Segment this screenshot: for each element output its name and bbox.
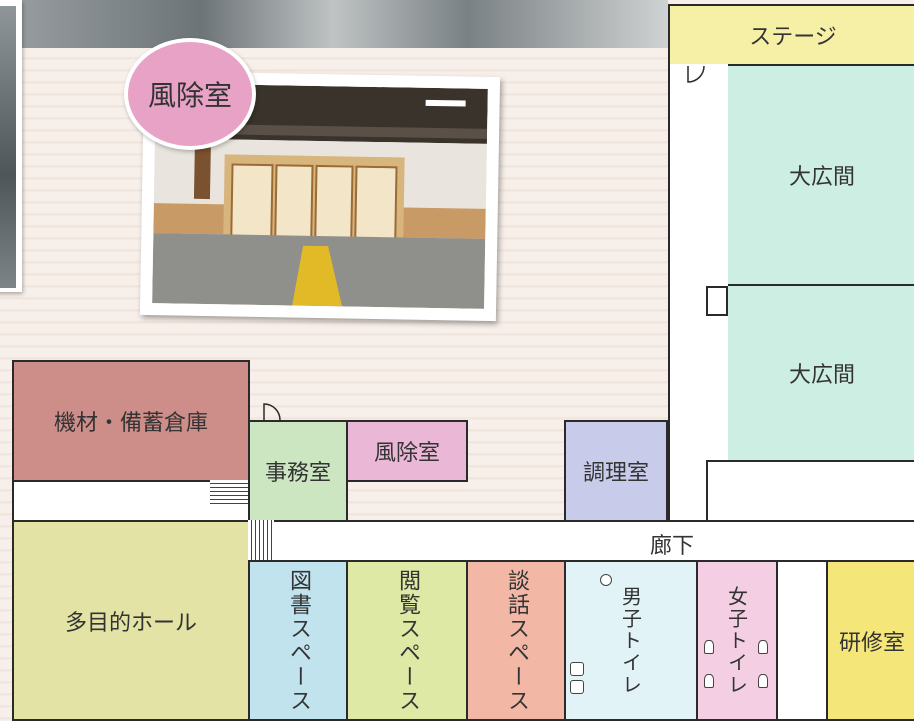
door-swing-icon bbox=[687, 65, 705, 83]
room-hall-1: 大広間 bbox=[726, 64, 914, 286]
door-notch bbox=[706, 286, 728, 316]
stairs-2 bbox=[248, 520, 274, 564]
corridor-label: 廊下 bbox=[650, 534, 695, 559]
training-room-label: 研修室 bbox=[838, 630, 905, 656]
womens-toilet-label: 女子トイレ bbox=[724, 585, 749, 696]
reading-space-label: 閲覧スペース bbox=[395, 568, 420, 713]
room-reading-space: 閲覧スペース bbox=[346, 560, 468, 721]
building-exterior-photo bbox=[0, 0, 668, 48]
room-office: 事務室 bbox=[248, 420, 348, 522]
right-corridor bbox=[668, 64, 728, 524]
room-training: 研修室 bbox=[826, 560, 914, 721]
room-multipurpose-hall: 多目的ホール bbox=[12, 520, 250, 721]
multipurpose-hall-label: 多目的ホール bbox=[64, 610, 197, 636]
vestibule-label: 風除室 bbox=[373, 441, 440, 466]
room-mens-toilet: 男子トイレ bbox=[564, 560, 698, 721]
toilet-fixture-icon bbox=[570, 680, 584, 694]
mens-toilet-label: 男子トイレ bbox=[618, 585, 643, 696]
corridor bbox=[248, 520, 914, 562]
room-library-space: 図書スペース bbox=[248, 560, 348, 721]
room-vestibule: 風除室 bbox=[346, 420, 468, 482]
right-lower-block bbox=[706, 460, 914, 524]
storage-label: 機材・備蓄倉庫 bbox=[53, 411, 208, 436]
toilet-fixture-icon bbox=[600, 574, 612, 586]
lounge-space-label: 談話スペース bbox=[504, 568, 529, 713]
room-kitchen: 調理室 bbox=[564, 420, 668, 522]
library-space-label: 図書スペース bbox=[286, 568, 311, 713]
toilet-fixture-icon bbox=[704, 640, 714, 654]
door-swing-icon bbox=[263, 403, 281, 421]
hall-2-label: 大広間 bbox=[788, 363, 855, 388]
toilet-fixture-icon bbox=[704, 674, 714, 688]
stairs bbox=[210, 480, 248, 504]
toilet-partition bbox=[776, 560, 828, 721]
room-hall-2: 大広間 bbox=[726, 284, 914, 462]
room-stage: ステージ bbox=[668, 4, 914, 66]
room-lounge-space: 談話スペース bbox=[466, 560, 566, 721]
side-photo bbox=[0, 0, 22, 292]
vestibule-badge: 風除室 bbox=[124, 38, 256, 150]
toilet-fixture-icon bbox=[758, 674, 768, 688]
room-storage: 機材・備蓄倉庫 bbox=[12, 360, 250, 482]
hall-1-label: 大広間 bbox=[788, 165, 855, 190]
stage-label: ステージ bbox=[749, 25, 837, 50]
badge-label: 風除室 bbox=[147, 79, 232, 112]
toilet-fixture-icon bbox=[570, 662, 584, 676]
kitchen-label: 調理室 bbox=[582, 461, 649, 486]
toilet-fixture-icon bbox=[758, 640, 768, 654]
office-label: 事務室 bbox=[264, 461, 331, 486]
